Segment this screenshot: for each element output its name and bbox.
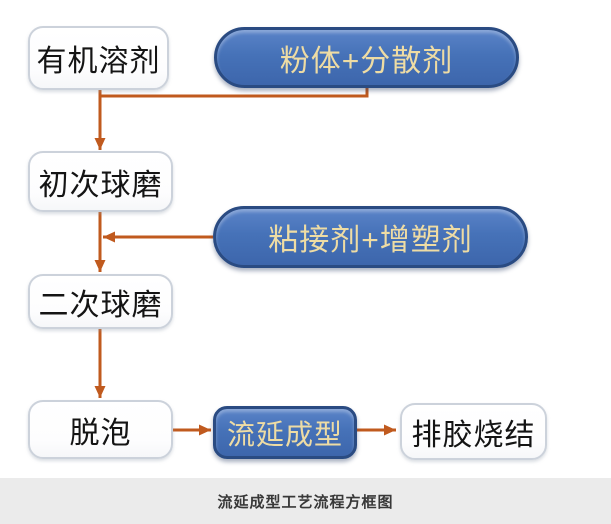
caption-bar: 流延成型工艺流程方框图 — [0, 478, 611, 524]
node-binder-plasticizer: 粘接剂+增塑剂 — [213, 206, 528, 268]
diagram-caption: 流延成型工艺流程方框图 — [217, 493, 394, 511]
node-organic-solvent: 有机溶剂 — [28, 26, 169, 90]
node-first-ball-mill: 初次球磨 — [28, 151, 173, 212]
node-powder-dispersant: 粉体+分散剂 — [214, 27, 519, 88]
node-tape-casting: 流延成型 — [213, 406, 357, 459]
node-defoaming: 脱泡 — [28, 400, 173, 459]
node-debinding-sintering: 排胶烧结 — [400, 403, 547, 460]
node-second-ball-mill: 二次球磨 — [28, 274, 173, 329]
